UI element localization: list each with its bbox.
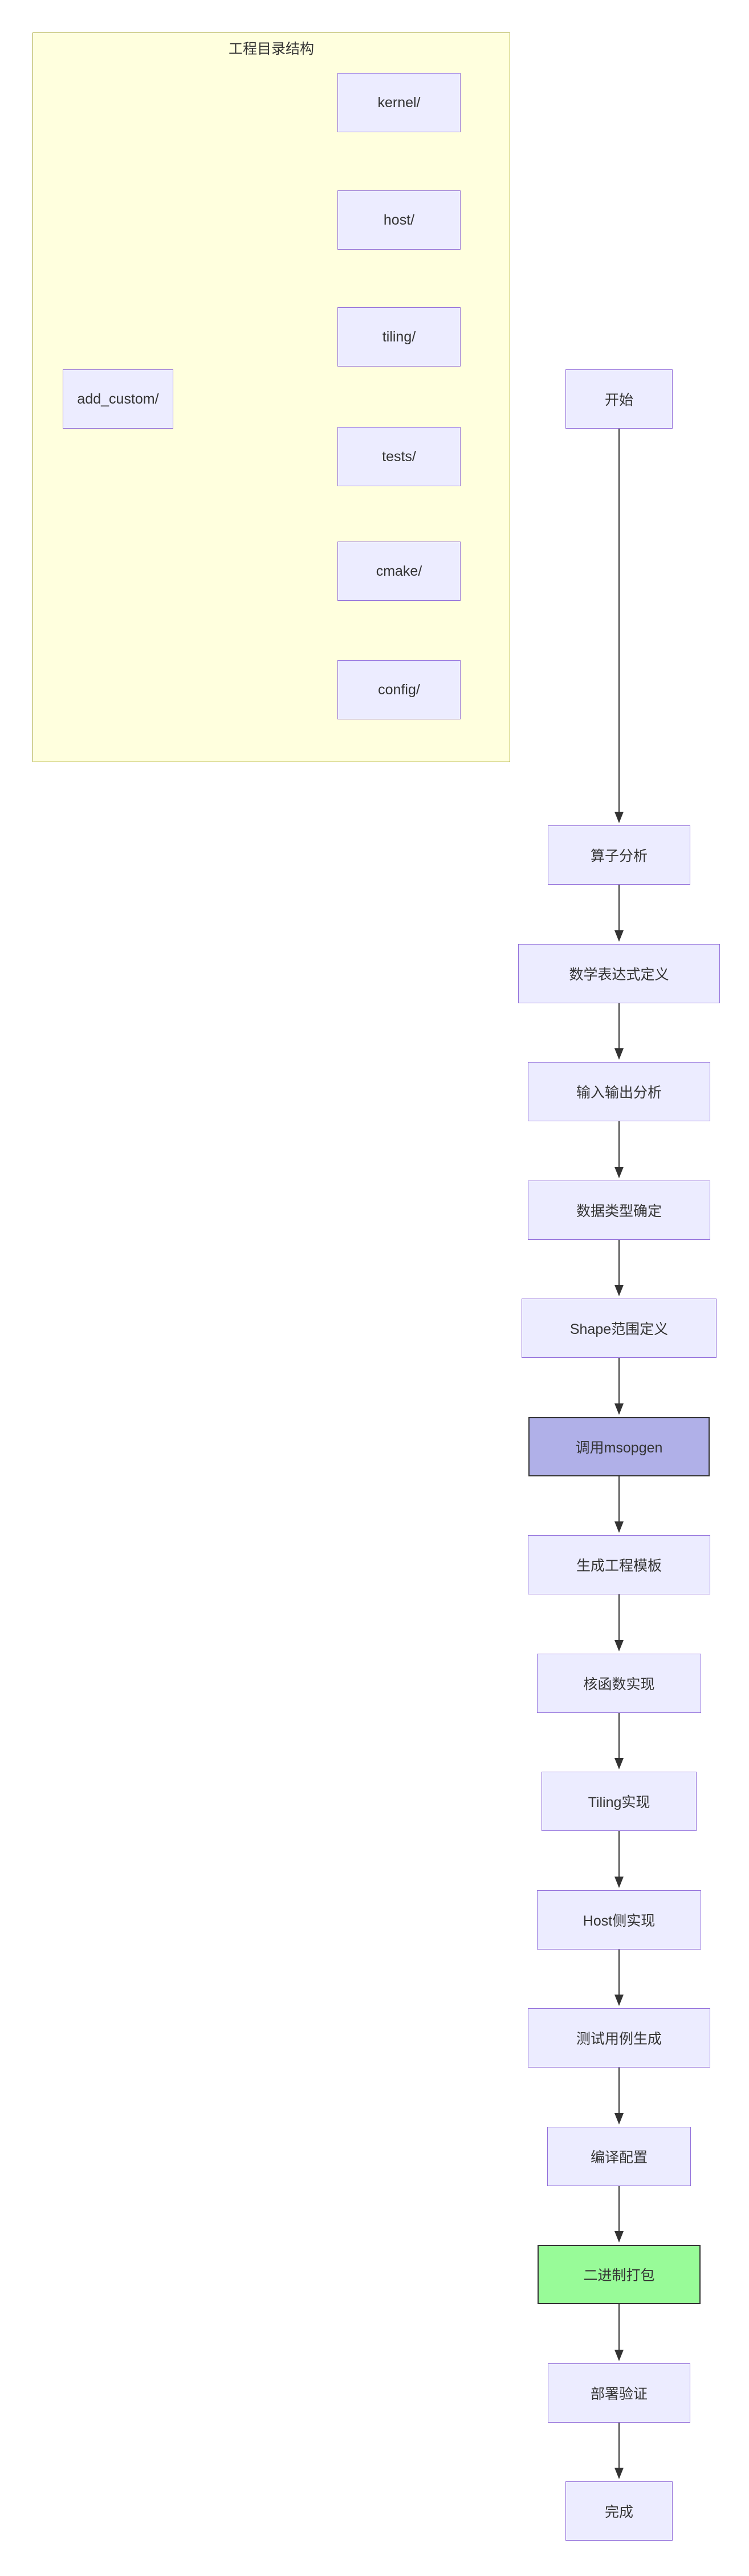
flow-node-msopgen: 调用msopgen (528, 1417, 710, 1476)
flow-node-shape-range: Shape范围定义 (522, 1299, 717, 1358)
node-add-custom: add_custom/ (63, 369, 173, 429)
node-tests: tests/ (337, 427, 461, 486)
flow-node-io-analysis: 输入输出分析 (528, 1062, 710, 1121)
node-config: config/ (337, 660, 461, 719)
flow-node-build-config: 编译配置 (547, 2127, 691, 2186)
flow-node-tiling-impl: Tiling实现 (542, 1772, 697, 1831)
flow-node-testcase: 测试用例生成 (528, 2008, 710, 2068)
flow-node-math-expression: 数学表达式定义 (518, 944, 720, 1003)
node-cmake: cmake/ (337, 542, 461, 601)
flow-node-deploy-verify: 部署验证 (548, 2363, 690, 2423)
flow-node-template: 生成工程模板 (528, 1535, 710, 1594)
flow-node-operator-analysis: 算子分析 (548, 825, 690, 885)
flow-node-host-impl: Host侧实现 (537, 1890, 701, 1950)
node-host: host/ (337, 190, 461, 250)
flow-node-start: 开始 (565, 369, 673, 429)
flow-node-kernel-impl: 核函数实现 (537, 1654, 701, 1713)
flow-node-binary-package: 二进制打包 (538, 2245, 701, 2304)
cluster-title: 工程目录结构 (228, 41, 314, 57)
flow-node-dtype: 数据类型确定 (528, 1181, 710, 1240)
node-kernel: kernel/ (337, 73, 461, 132)
flow-node-finish: 完成 (565, 2481, 673, 2541)
node-tiling: tiling/ (337, 307, 461, 367)
